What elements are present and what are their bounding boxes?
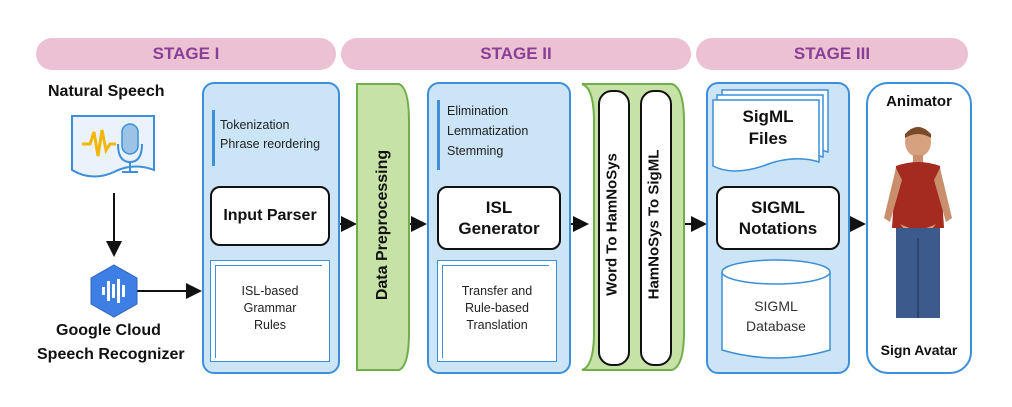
word-to-hamnosys-pill <box>598 90 630 366</box>
grammar-rules-sheet: ISL-based Grammar Rules <box>210 260 330 362</box>
input-parser-label: Input Parser <box>223 207 317 224</box>
sigml-files-line1: SigML <box>742 107 794 126</box>
sigml-notations-line2: Notations <box>738 219 818 238</box>
recognizer-label-line2: Speech Recognizer <box>37 346 185 363</box>
transfer-line3: Translation <box>466 318 528 332</box>
data-preprocessing-label: Data Preprocessing <box>374 149 391 301</box>
isl-generator-line1: ISL <box>485 197 513 217</box>
sigml-database-cylinder <box>721 259 831 359</box>
stage-2-note-elimination: Elimination <box>447 104 509 118</box>
stage-2-note-stemming: Stemming <box>447 144 504 158</box>
grammar-rules-line1: ISL-based <box>241 284 299 298</box>
natural-speech-label: Natural Speech <box>48 83 165 100</box>
stage-2-note-lemmatization: Lemmatization <box>447 124 529 138</box>
animator-title: Animator <box>886 93 952 110</box>
input-parser-box: Input Parser <box>210 186 330 246</box>
sigml-files-icon <box>712 89 829 172</box>
recognizer-label-line1: Google Cloud <box>56 322 161 339</box>
transfer-line2: Rule-based <box>465 301 529 315</box>
transfer-translation-sheet: Transfer and Rule-based Translation <box>437 260 557 362</box>
sign-avatar-caption: Sign Avatar <box>880 342 958 358</box>
grammar-rules-line2: Grammar <box>243 301 297 315</box>
sigml-database-line2: Database <box>746 318 806 334</box>
stage-2-band: STAGE II <box>341 38 691 70</box>
sigml-notations-line1: SIGML <box>751 197 805 217</box>
stage-2-notes-bracket <box>437 100 440 170</box>
stage-3-band: STAGE III <box>696 38 968 70</box>
word-to-hamnosys-label: Word To HamNoSys <box>603 153 621 296</box>
hamnosys-to-sigml-pill <box>640 90 672 366</box>
data-preprocessing-tab <box>356 83 410 371</box>
isl-generator-line2: Generator <box>458 219 540 238</box>
microphone-icon <box>68 110 158 192</box>
stage-1-band: STAGE I <box>36 38 336 70</box>
sigml-database-line1: SIGML <box>754 298 798 314</box>
grammar-rules-line3: Rules <box>254 318 286 332</box>
isl-generator-box: ISL Generator <box>437 186 561 250</box>
cloud-speech-hexagon-icon <box>88 263 140 319</box>
transfer-line1: Transfer and <box>461 284 533 298</box>
stage-1-notes-bracket <box>212 110 215 166</box>
sigml-files-line2: Files <box>748 129 788 148</box>
hamnosys-to-sigml-label: HamNoSys To SigML <box>645 149 663 300</box>
stage-1-note-phrase-reordering: Phrase reordering <box>220 137 321 151</box>
stage-1-note-tokenization: Tokenization <box>220 118 290 132</box>
sigml-notations-box: SIGML Notations <box>716 186 840 250</box>
sign-avatar-figure <box>884 127 952 318</box>
